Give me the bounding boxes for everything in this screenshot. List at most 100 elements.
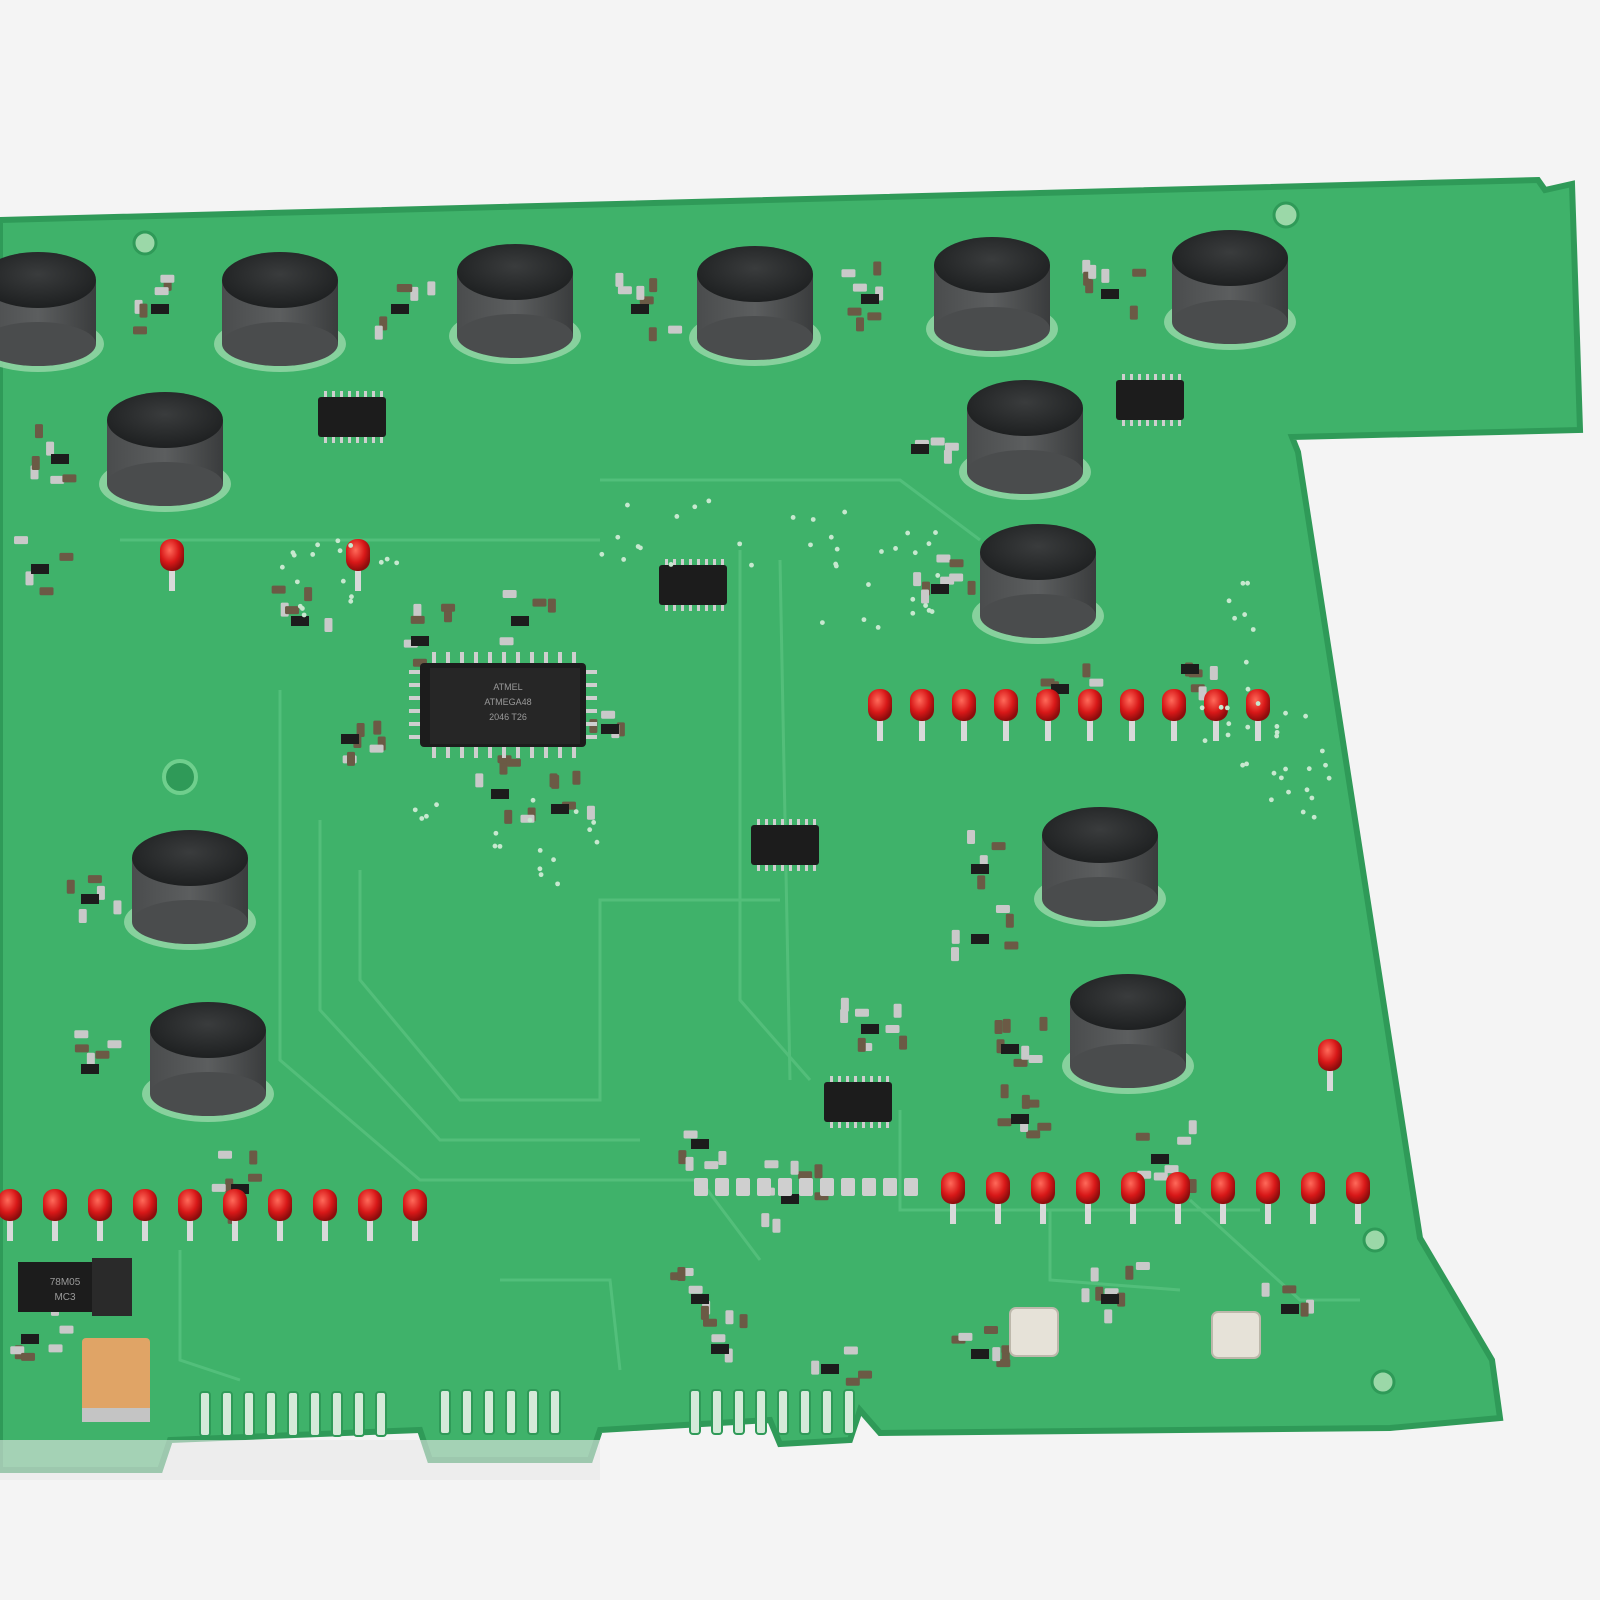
led-leg: [877, 719, 883, 741]
via: [1274, 733, 1280, 739]
smd-passive: [840, 997, 849, 1012]
sot-transistor: [601, 724, 619, 734]
passive-body: [248, 1173, 263, 1182]
via: [310, 552, 316, 557]
via: [555, 881, 561, 887]
transistor-body: [391, 304, 409, 314]
sot-transistor: [81, 1064, 99, 1074]
passive-body: [994, 1019, 1003, 1034]
foam-button: [1164, 230, 1296, 350]
via: [1268, 797, 1274, 803]
passive-body: [520, 814, 535, 823]
passive-body: [532, 598, 547, 607]
smd-passive: [248, 1173, 263, 1182]
ic-pin: [673, 559, 676, 567]
led-leg: [1265, 1202, 1271, 1224]
smd-passive: [25, 571, 34, 586]
led-leg: [961, 719, 967, 741]
ic-pin: [697, 603, 700, 611]
sot-transistor: [81, 894, 99, 904]
transistor-body: [1051, 684, 1069, 694]
edge-connector-pads: [199, 1389, 855, 1437]
mcu-pin: [530, 652, 534, 663]
via: [808, 542, 813, 548]
smd-passive: [78, 909, 87, 924]
sot-transistor: [861, 1024, 879, 1034]
transistor-body: [861, 294, 879, 304]
smd-passive: [506, 758, 521, 767]
passive-body: [46, 441, 55, 456]
led-leg: [1175, 1202, 1181, 1224]
passive-body: [636, 285, 645, 300]
ic-pin: [1122, 418, 1125, 426]
edge-pad: [755, 1389, 767, 1435]
vias: [279, 498, 1332, 887]
smd-passive: [967, 580, 976, 595]
passive-body: [1132, 268, 1147, 277]
foam-button: [959, 380, 1091, 500]
via: [1243, 659, 1249, 665]
smd-passive: [249, 1150, 258, 1165]
mcu-marking-2: ATMEGA48: [484, 697, 531, 707]
mcu-pin: [572, 652, 576, 663]
passive-body: [814, 1164, 823, 1179]
mcu-pin: [586, 722, 597, 726]
passive-body: [59, 552, 74, 561]
smd-passive: [444, 608, 453, 623]
ic-pin: [878, 1120, 881, 1128]
red-led: [223, 1189, 247, 1241]
via: [587, 827, 593, 833]
passive-body: [1000, 1084, 1009, 1099]
passive-body: [617, 286, 632, 295]
smd-passive: [1177, 1136, 1192, 1145]
via: [875, 625, 881, 630]
passive-body: [1135, 1132, 1150, 1141]
passive-body: [685, 1156, 694, 1171]
smd-resistor: [694, 1178, 708, 1196]
smd-passive: [572, 770, 581, 785]
passive-body: [856, 317, 865, 332]
ic-pin: [356, 435, 359, 443]
ic-pin: [713, 559, 716, 567]
ic-pin: [830, 1076, 833, 1084]
passive-body: [811, 1360, 820, 1375]
smd-passive: [1300, 1302, 1309, 1317]
smd-passive: [502, 590, 517, 599]
passive-body: [1125, 1265, 1134, 1280]
ic-pin: [348, 435, 351, 443]
smd-passive: [764, 1160, 779, 1169]
passive-body: [940, 576, 955, 585]
edge-pad: [353, 1391, 365, 1437]
board-shadow: [0, 1440, 600, 1480]
passive-body: [86, 1052, 95, 1067]
via: [424, 813, 429, 819]
smd-passive: [845, 1377, 860, 1386]
smd-components: [10, 259, 1315, 1386]
transistor-body: [691, 1294, 709, 1304]
smd-passive: [410, 286, 419, 301]
smd-passive: [678, 1150, 687, 1165]
transistor-body: [51, 454, 69, 464]
ic-pin: [846, 1120, 849, 1128]
passive-body: [14, 536, 29, 545]
ic-pin: [1146, 374, 1149, 382]
passive-body: [995, 905, 1010, 914]
smd-resistor: [736, 1178, 750, 1196]
foam-top: [1070, 974, 1186, 1030]
red-led: [941, 1172, 965, 1224]
smd-passive: [1104, 1309, 1113, 1324]
via: [340, 578, 346, 584]
via: [893, 546, 898, 551]
transistor-body: [231, 1184, 249, 1194]
passive-body: [95, 1050, 110, 1059]
sot-transistor: [1101, 289, 1119, 299]
led-leg: [1045, 719, 1051, 741]
resistor-body: [904, 1178, 918, 1196]
transistor-body: [81, 1064, 99, 1074]
ic-pin: [689, 603, 692, 611]
smd-passive: [1129, 305, 1138, 320]
smd-passive: [1002, 1018, 1011, 1033]
smd-passive: [772, 1218, 781, 1233]
passive-body: [34, 424, 43, 439]
led-leg: [277, 1219, 283, 1241]
